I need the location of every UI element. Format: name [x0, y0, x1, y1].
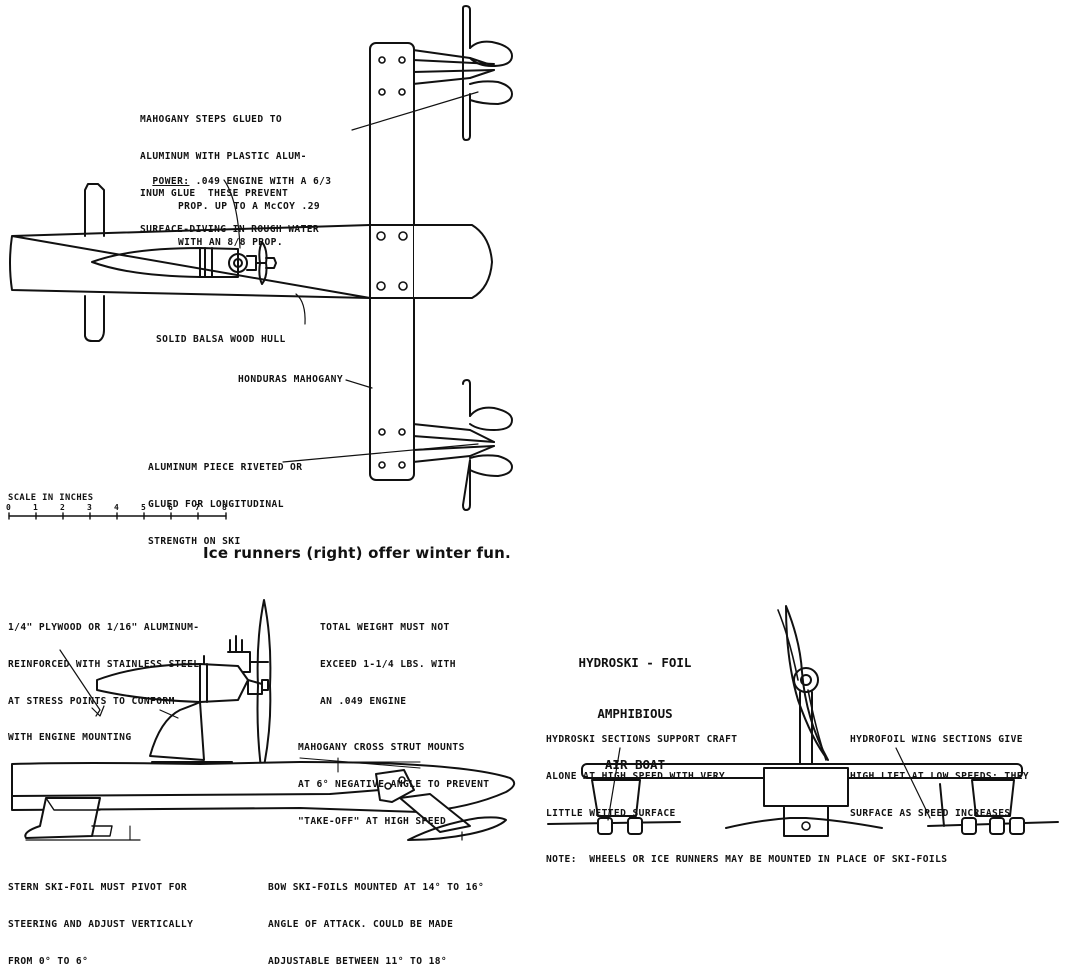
weight-note-line: AN .049 ENGINE	[320, 695, 407, 707]
power-note-line: WITH AN 8/8 PROP.	[178, 237, 283, 249]
strut-note-line: "TAKE-OFF" AT HIGH SPEED	[298, 815, 447, 827]
power-note: POWER: .049 ENGINE WITH A 6/3 PROP. UP T…	[140, 164, 331, 262]
strut-screws	[376, 56, 408, 469]
front-propeller	[785, 605, 829, 761]
stern-note-line: FROM 0° TO 6°	[8, 955, 89, 967]
scale-tick: 5	[141, 503, 147, 512]
stern-note-line: STEERING AND ADJUST VERTICALLY	[8, 919, 194, 931]
title-line: HYDROSKI - FOIL	[578, 655, 692, 670]
scale-tick: 8	[222, 503, 228, 512]
scale-tick: 2	[60, 503, 66, 512]
plan-view	[8, 5, 513, 520]
plan-leaders	[223, 91, 479, 463]
hydrofoil-note: HYDROFOIL WING SECTIONS GIVE HIGH LIFT A…	[850, 710, 1029, 832]
power-heading: POWER:	[152, 176, 190, 188]
engine-pod	[96, 663, 249, 703]
front-view	[547, 605, 1059, 837]
hull-note: SOLID BALSA WOOD HULL	[156, 334, 286, 345]
title-line: AMPHIBIOUS	[597, 706, 673, 721]
strut-note-line: MAHOGANY CROSS STRUT MOUNTS	[298, 742, 465, 754]
figure-caption: Ice runners (right) offer winter fun.	[203, 544, 511, 562]
lower-ski-foil	[412, 379, 513, 511]
hydroski-note-line: HYDROSKI SECTIONS SUPPORT CRAFT	[546, 734, 738, 746]
scale-title: SCALE IN INCHES	[8, 493, 94, 503]
hydroski-note-line: ALONE AT HIGH SPEED WITH VERY	[546, 771, 726, 783]
aluminum-note-line: GLUED FOR LONGITUDINAL	[148, 499, 284, 511]
scale-tick: 1	[33, 503, 39, 512]
front-hull	[763, 767, 849, 807]
scale-tick: 0	[6, 503, 12, 512]
bow-note: BOW SKI-FOILS MOUNTED AT 14° TO 16° ANGL…	[268, 858, 484, 980]
power-note-line: .049 ENGINE WITH A 6/3	[189, 176, 332, 188]
aluminum-note-line: STRENGTH ON SKI	[148, 535, 241, 547]
stern-ski-foil	[24, 797, 101, 839]
pylon	[149, 701, 205, 761]
mahogany-note: HONDURAS MAHOGANY	[238, 374, 343, 385]
bow-note-line: ADJUSTABLE BETWEEN 11° TO 18°	[268, 955, 448, 967]
aluminum-note-line: ALUMINUM PIECE RIVETED OR	[148, 462, 303, 474]
scale-tick: 3	[87, 503, 93, 512]
airboat-drawing	[8, 5, 1059, 841]
steps-note: MAHOGANY STEPS GLUED TO ALUMINUM WITH PL…	[140, 90, 319, 249]
hydrofoil-note-line: HYDROFOIL WING SECTIONS GIVE	[850, 734, 1023, 746]
scale-tick: 4	[114, 503, 120, 512]
strut-note: MAHOGANY CROSS STRUT MOUNTS AT 6° NEGATI…	[298, 718, 489, 840]
steps-note-line: SURFACE-DIVING IN ROUGH WATER	[140, 224, 320, 236]
bow-note-line: ANGLE OF ATTACK. COULD BE MADE	[268, 919, 454, 931]
hydroski-note: HYDROSKI SECTIONS SUPPORT CRAFT ALONE AT…	[546, 710, 737, 832]
cross-strut	[369, 42, 415, 481]
wheels-note: NOTE: WHEELS OR ICE RUNNERS MAY BE MOUNT…	[546, 854, 948, 865]
scale-tick: 7	[195, 503, 201, 512]
bow-note-line: BOW SKI-FOILS MOUNTED AT 14° TO 16°	[268, 882, 485, 894]
hull	[9, 183, 493, 342]
steps-note-line: ALUMINUM WITH PLASTIC ALUM-	[140, 151, 307, 163]
side-view	[11, 599, 516, 841]
hydroski-note-line: LITTLE WETTED SURFACE	[546, 807, 676, 819]
strut-note-line: AT 6° NEGATIVE ANGLE TO PREVENT	[298, 779, 490, 791]
weight-note-line: TOTAL WEIGHT MUST NOT	[320, 622, 450, 634]
plywood-note-line: 1/4" PLYWOOD OR 1/16" ALUMINUM-	[8, 622, 200, 634]
hydrofoil-note-line: HIGH LIFT AT LOW SPEEDS; THEY	[850, 771, 1030, 783]
stern-note: STERN SKI-FOIL MUST PIVOT FOR STEERING A…	[8, 858, 193, 980]
plywood-note-line: REINFORCED WITH STAINLESS STEEL	[8, 659, 200, 671]
airboat-title: HYDROSKI - FOIL AMPHIBIOUS AIR BOAT	[560, 620, 710, 790]
scale-bar	[8, 512, 227, 520]
title-line: AIR BOAT	[604, 757, 666, 772]
weight-note: TOTAL WEIGHT MUST NOT EXCEED 1-1/4 LBS. …	[320, 598, 456, 720]
plywood-note-line: WITH ENGINE MOUNTING	[8, 732, 132, 744]
plywood-note-line: AT STRESS POINTS TO CONFORM	[8, 695, 175, 707]
upper-ski-foil	[412, 5, 513, 141]
hydrofoil-note-line: SURFACE AS SPEED INCREASES	[850, 807, 1011, 819]
plywood-note: 1/4" PLYWOOD OR 1/16" ALUMINUM- REINFORC…	[8, 598, 199, 757]
stern-note-line: STERN SKI-FOIL MUST PIVOT FOR	[8, 882, 188, 894]
steps-note-line: INUM GLUE THESE PREVENT	[140, 187, 289, 199]
steps-note-line: MAHOGANY STEPS GLUED TO	[140, 114, 283, 126]
weight-note-line: EXCEED 1-1/4 LBS. WITH	[320, 659, 456, 671]
aluminum-note: ALUMINUM PIECE RIVETED OR GLUED FOR LONG…	[148, 438, 302, 560]
scale-tick: 6	[168, 503, 174, 512]
power-note-line: PROP. UP TO A McCOY .29	[178, 200, 321, 212]
